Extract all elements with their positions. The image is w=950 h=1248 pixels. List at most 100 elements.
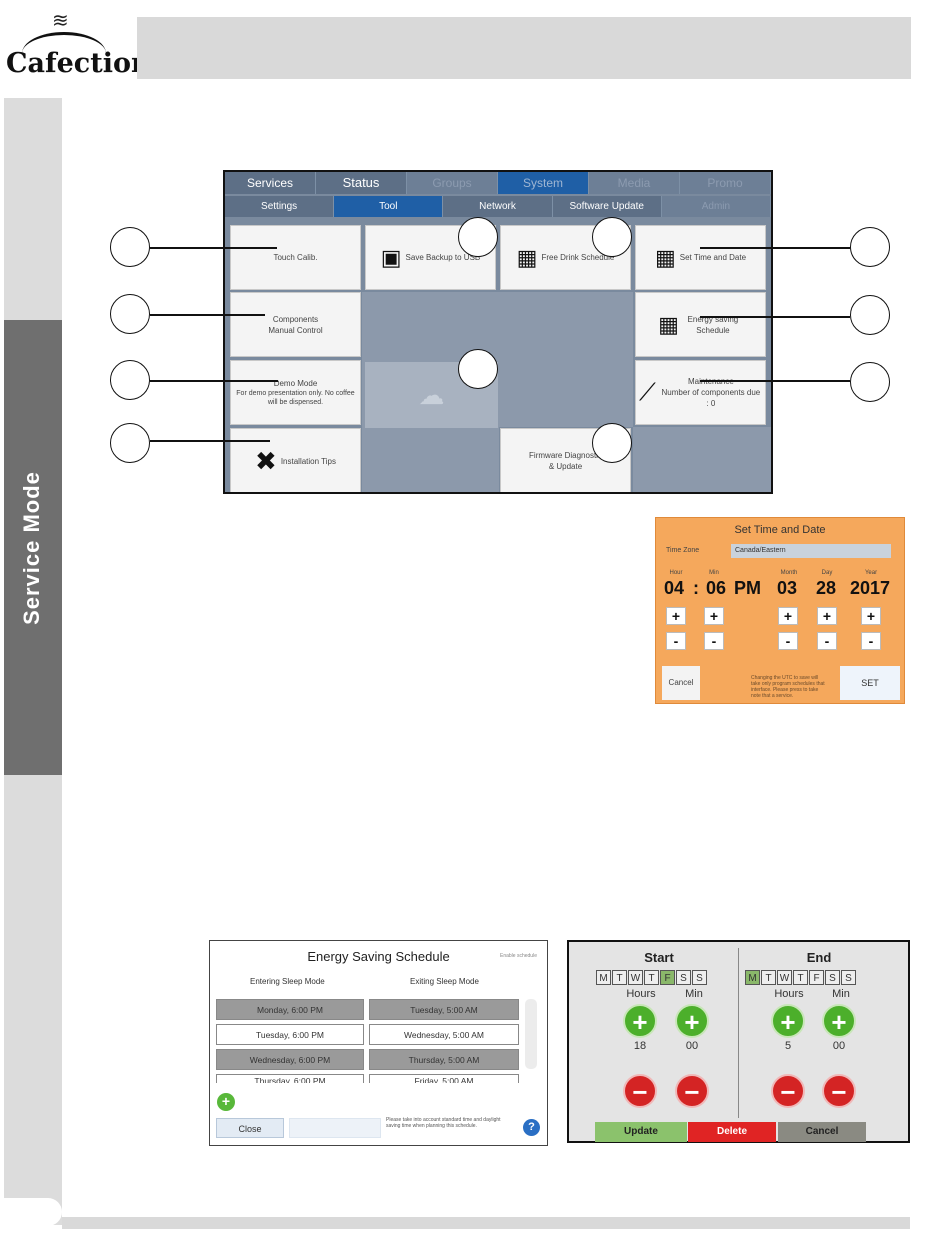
- start-hours-minus-button[interactable]: −: [623, 1074, 657, 1108]
- table-row-exiting[interactable]: Wednesday, 5:00 AM: [369, 1024, 519, 1045]
- logo-arc: [22, 32, 106, 75]
- start-min-plus-button[interactable]: +: [675, 1004, 709, 1038]
- help-icon[interactable]: ?: [523, 1119, 540, 1136]
- day-toggle[interactable]: S: [692, 970, 707, 985]
- table-row-entering[interactable]: Tuesday, 6:00 PM: [216, 1024, 364, 1045]
- tab-software-update[interactable]: Software Update: [552, 196, 662, 217]
- add-schedule-button[interactable]: +: [217, 1093, 235, 1111]
- delete-button[interactable]: Delete: [688, 1122, 776, 1142]
- table-row-entering[interactable]: Monday, 6:00 PM: [216, 999, 364, 1020]
- callout-circle: [458, 217, 498, 257]
- callout-line: [150, 440, 270, 442]
- installation-tips-label: Installation Tips: [280, 456, 336, 466]
- touch-calib-button[interactable]: Touch Calib.: [230, 225, 361, 290]
- start-hours-plus-button[interactable]: +: [623, 1004, 657, 1038]
- timezone-select[interactable]: Canada/Eastern: [731, 544, 891, 558]
- month-plus-button[interactable]: +: [778, 607, 798, 625]
- year-plus-button[interactable]: +: [861, 607, 881, 625]
- day-toggle[interactable]: T: [644, 970, 659, 985]
- hour-minus-button[interactable]: -: [666, 632, 686, 650]
- tab-services[interactable]: Services: [225, 172, 316, 194]
- day-toggle[interactable]: T: [612, 970, 627, 985]
- callout-line: [150, 314, 265, 316]
- scrollbar[interactable]: [525, 999, 537, 1069]
- end-min-plus-button[interactable]: +: [822, 1004, 856, 1038]
- update-button[interactable]: Update: [595, 1122, 687, 1142]
- tab-admin[interactable]: Admin: [661, 196, 771, 217]
- set-time-date-panel: Set Time and Date Time Zone Canada/Easte…: [655, 517, 905, 704]
- end-hours-minus-button[interactable]: −: [771, 1074, 805, 1108]
- day-plus-button[interactable]: +: [817, 607, 837, 625]
- exiting-sleep-header: Exiting Sleep Mode: [410, 977, 479, 986]
- energy-saving-schedule-button[interactable]: ▦ Energy saving Schedule: [635, 292, 766, 357]
- set-button[interactable]: SET: [840, 666, 900, 700]
- end-hours-plus-button[interactable]: +: [771, 1004, 805, 1038]
- end-hours-label: Hours: [774, 988, 804, 1000]
- min-plus-button[interactable]: +: [704, 607, 724, 625]
- day-toggle[interactable]: F: [660, 970, 675, 985]
- day-toggle[interactable]: T: [761, 970, 776, 985]
- end-title: End: [806, 950, 832, 965]
- table-row-exiting[interactable]: Friday, 5:00 AM: [369, 1074, 519, 1083]
- close-button[interactable]: Close: [216, 1118, 284, 1138]
- min-minus-button[interactable]: -: [704, 632, 724, 650]
- components-manual-control-button[interactable]: Components Manual Control: [230, 292, 361, 357]
- hour-plus-button[interactable]: +: [666, 607, 686, 625]
- cloud-icon: ☁: [418, 379, 445, 410]
- day-toggle[interactable]: S: [676, 970, 691, 985]
- header-bar: [137, 17, 911, 79]
- day-toggle[interactable]: S: [841, 970, 856, 985]
- save-button-disabled[interactable]: [289, 1118, 381, 1138]
- day-toggle[interactable]: T: [793, 970, 808, 985]
- month-minus-button[interactable]: -: [778, 632, 798, 650]
- cloud-tile[interactable]: ☁: [365, 362, 498, 428]
- hour-label: Hour: [669, 570, 683, 576]
- day-toggle[interactable]: S: [825, 970, 840, 985]
- day-toggle[interactable]: W: [777, 970, 792, 985]
- tab-media[interactable]: Media: [589, 172, 680, 194]
- year-minus-button[interactable]: -: [861, 632, 881, 650]
- tab-promo[interactable]: Promo: [680, 172, 771, 194]
- ampm-value: PM: [734, 578, 761, 598]
- panel-title: Energy Saving Schedule: [307, 949, 450, 964]
- table-row-exiting[interactable]: Tuesday, 5:00 AM: [369, 999, 519, 1020]
- set-time-date-button[interactable]: ▦ Set Time and Date: [635, 225, 766, 290]
- maintenance-button[interactable]: ⟋ Maintenance Number of components due :…: [635, 360, 766, 425]
- tab-tool[interactable]: Tool: [334, 196, 444, 217]
- time-colon: :: [693, 578, 699, 598]
- callout-circle: [850, 295, 890, 335]
- footer-bar: [62, 1217, 910, 1229]
- save-backup-label: Save Backup to USB: [405, 253, 481, 262]
- floppy-disk-icon: ▣: [380, 245, 402, 270]
- day-toggle[interactable]: W: [628, 970, 643, 985]
- sidebar-bottom: [4, 775, 62, 1225]
- end-min-minus-button[interactable]: −: [822, 1074, 856, 1108]
- day-toggle[interactable]: M: [596, 970, 611, 985]
- start-min-value: 00: [685, 1040, 699, 1052]
- free-drink-label: Free Drink Schedule: [541, 253, 615, 262]
- day-toggle[interactable]: M: [745, 970, 760, 985]
- tab-groups[interactable]: Groups: [407, 172, 498, 194]
- table-row-exiting[interactable]: Thursday, 5:00 AM: [369, 1049, 519, 1070]
- tab-network[interactable]: Network: [443, 196, 553, 217]
- day-toggle[interactable]: F: [809, 970, 824, 985]
- cancel-button[interactable]: Cancel: [662, 666, 700, 700]
- demo-mode-button[interactable]: Demo Mode For demo presentation only. No…: [230, 360, 361, 425]
- tab-settings[interactable]: Settings: [225, 196, 335, 217]
- tab-status[interactable]: Status: [316, 172, 407, 194]
- installation-tips-button[interactable]: ✖ Installation Tips: [230, 428, 361, 492]
- callout-circle: [110, 360, 150, 400]
- start-min-minus-button[interactable]: −: [675, 1074, 709, 1108]
- divider: [738, 948, 739, 1118]
- year-value: 2017: [850, 578, 891, 598]
- cancel-button[interactable]: Cancel: [778, 1122, 866, 1142]
- table-row-entering[interactable]: Wednesday, 6:00 PM: [216, 1049, 364, 1070]
- tab-system[interactable]: System: [498, 172, 589, 194]
- tools-icon: ✖: [255, 445, 277, 476]
- schedule-note: Please take into account standard time a…: [386, 1117, 501, 1129]
- demo-mode-title: Demo Mode: [273, 379, 318, 388]
- minute-value: 06: [706, 578, 727, 598]
- table-row-entering[interactable]: Thursday, 6:00 PM: [216, 1074, 364, 1083]
- enable-schedule-toggle[interactable]: Enable schedule: [500, 953, 537, 959]
- day-minus-button[interactable]: -: [817, 632, 837, 650]
